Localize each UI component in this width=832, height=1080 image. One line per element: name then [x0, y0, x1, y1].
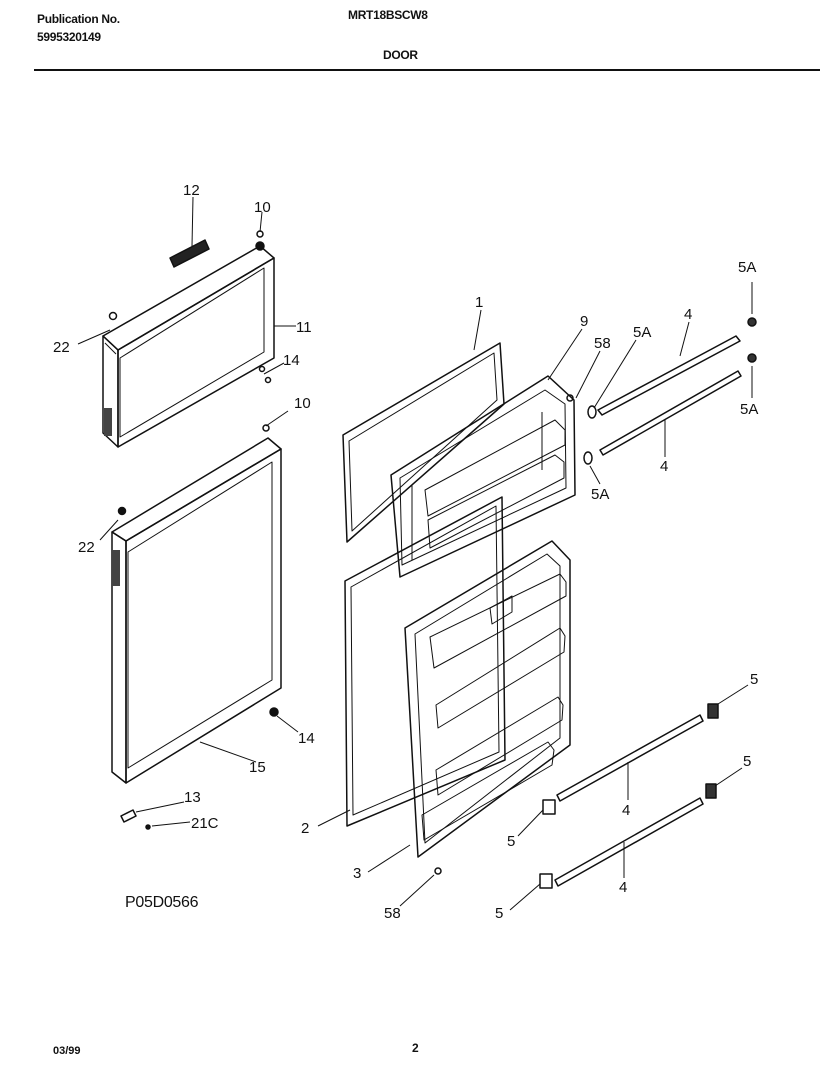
callout-13: 13 — [184, 789, 201, 806]
part-11-freezer-outer-door — [102, 241, 275, 448]
callout-12: 12 — [183, 182, 200, 199]
callout-11: 11 — [296, 319, 312, 336]
callout-15: 15 — [249, 759, 266, 776]
leader-lines — [77, 196, 753, 911]
callout-5: 5 — [743, 753, 751, 770]
callout-10: 10 — [254, 199, 271, 216]
callout-5: 5 — [750, 671, 758, 688]
callout-10: 10 — [294, 395, 311, 412]
hardware-screws-and-caps — [108, 230, 574, 875]
part-5-end-caps — [539, 317, 757, 889]
callout-2: 2 — [301, 820, 309, 837]
callout-1: 1 — [475, 294, 483, 311]
callout-14: 14 — [283, 352, 300, 369]
callout-58: 58 — [384, 905, 401, 922]
part-2-fresh-food-gasket — [344, 496, 506, 827]
part-12-nameplate — [169, 239, 210, 268]
callout-5A: 5A — [740, 401, 758, 418]
callout-22: 22 — [78, 539, 95, 556]
callout-22: 22 — [53, 339, 70, 356]
callout-4: 4 — [684, 306, 692, 323]
part-1-freezer-gasket — [342, 342, 505, 543]
callout-4: 4 — [660, 458, 668, 475]
callout-3: 3 — [353, 865, 361, 882]
part-9-freezer-inner-liner — [390, 375, 576, 578]
callout-58: 58 — [594, 335, 611, 352]
callout-labels: 12 10 22 11 14 10 22 14 15 13 21C 1 9 58… — [53, 182, 758, 922]
publication-number: 5995320149 — [37, 30, 101, 44]
part-3-fresh-food-inner-liner — [404, 540, 571, 858]
model-number: MRT18BSCW8 — [348, 8, 428, 22]
diagram-reference-code: P05D0566 — [125, 894, 199, 911]
callout-5A: 5A — [591, 486, 609, 503]
part-15-fresh-food-outer-door — [111, 437, 282, 784]
section-title: DOOR — [383, 48, 418, 62]
callout-4: 4 — [622, 802, 630, 819]
part-4-rails — [554, 335, 742, 887]
callout-5: 5 — [495, 905, 503, 922]
page-number: 2 — [412, 1041, 419, 1055]
callout-5: 5 — [507, 833, 515, 850]
callout-5A: 5A — [633, 324, 651, 341]
callout-5A: 5A — [738, 259, 756, 276]
callout-14: 14 — [298, 730, 315, 747]
footer-date: 03/99 — [53, 1045, 81, 1057]
callout-4: 4 — [619, 879, 627, 896]
callout-21C: 21C — [191, 815, 219, 832]
header-divider — [34, 69, 820, 71]
callout-9: 9 — [580, 313, 588, 330]
publication-label: Publication No. — [37, 12, 120, 26]
